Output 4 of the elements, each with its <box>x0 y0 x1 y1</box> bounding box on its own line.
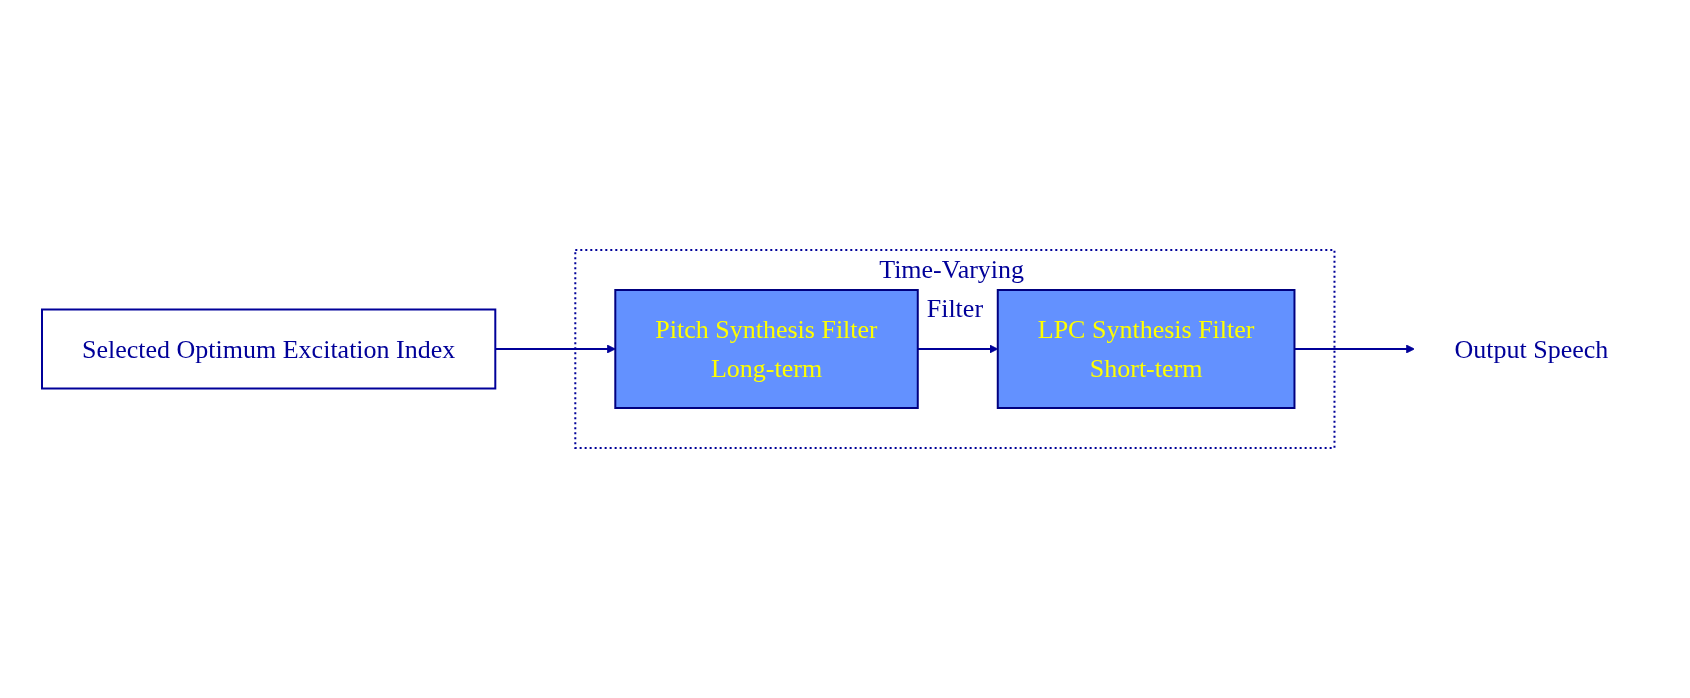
node-text: Output Speech <box>1454 334 1609 364</box>
node-box: Selected Optimum Excitation Index <box>40 308 497 390</box>
node-box: LPC Synthesis Filter Short-term <box>996 289 1296 409</box>
node-box: Pitch Synthesis Filter Long-term <box>614 289 919 409</box>
